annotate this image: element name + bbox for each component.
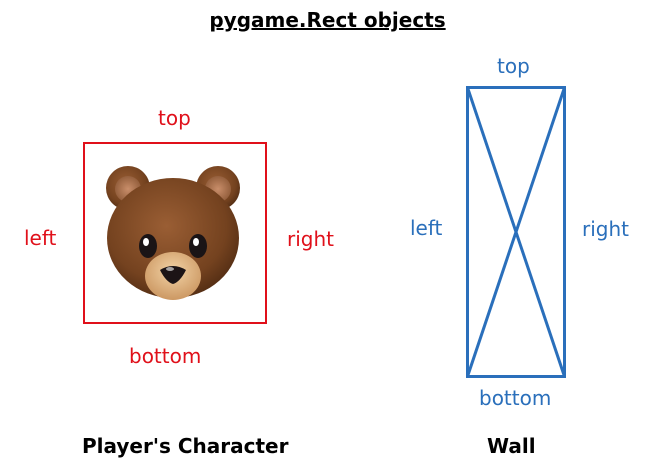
wall-left-label: left (410, 216, 443, 240)
bear-face-icon (106, 166, 240, 300)
wall-caption: Wall (487, 434, 536, 458)
player-right-label: right (287, 227, 334, 251)
wall-rect-outline (466, 86, 566, 378)
player-caption: Player's Character (82, 434, 289, 458)
player-top-label: top (158, 106, 191, 130)
wall-rect (466, 86, 566, 378)
player-bottom-label: bottom (129, 344, 202, 368)
wall-right-label: right (582, 217, 629, 241)
diagram-title: pygame.Rect objects (209, 8, 446, 32)
wall-bottom-label: bottom (479, 386, 552, 410)
player-left-label: left (24, 226, 57, 250)
player-rect (83, 142, 267, 324)
wall-diagonal-line (466, 87, 566, 377)
wall-top-label: top (497, 54, 530, 78)
